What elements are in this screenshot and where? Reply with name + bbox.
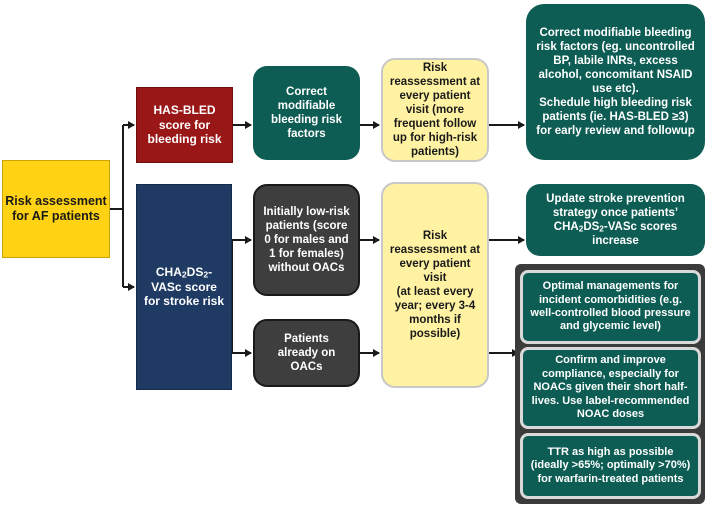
reassess-every-visit-label: Risk reassessment at every patient visit… <box>389 61 481 159</box>
already-oacs-label: Patients already on OACs <box>277 332 336 373</box>
compliance-box: Confirm and improve compliance, especial… <box>520 347 701 429</box>
low-risk-label: Initially low-risk patients (score 0 for… <box>263 205 350 275</box>
cha2ds2-vasc-box: CHA2DS2-VASc score for stroke risk <box>136 184 232 390</box>
compliance-label: Confirm and improve compliance, especial… <box>531 354 690 421</box>
optimal-management-box: Optimal managements for incident comorbi… <box>520 270 701 344</box>
ttr-label: TTR as high as possible (ideally >65%; o… <box>530 445 691 485</box>
bleeding-actions-line1: Correct modifiable bleeding risk factors… <box>536 26 695 95</box>
update-stroke-box: Update stroke prevention strategy once p… <box>526 184 705 256</box>
reassess-every-visit-box: Risk reassessment at every patient visit… <box>381 58 489 162</box>
correct-factors-label: Correct modifiable bleeding risk factors <box>271 85 342 141</box>
ttr-box: TTR as high as possible (ideally >65%; o… <box>520 433 701 499</box>
risk-assessment-label: Risk assessment for AF patients <box>5 193 107 223</box>
update-stroke-label: Update stroke prevention strategy once p… <box>546 192 685 248</box>
reassess-yearly-line1: Risk reassessment at every patient visit <box>389 229 481 284</box>
low-risk-box: Initially low-risk patients (score 0 for… <box>253 184 360 296</box>
risk-assessment-box: Risk assessment for AF patients <box>2 160 110 258</box>
bleeding-actions-box: Correct modifiable bleeding risk factors… <box>526 4 705 160</box>
optimal-management-label: Optimal managements for incident comorbi… <box>530 280 691 333</box>
already-oacs-box: Patients already on OACs <box>253 319 360 387</box>
cha2ds2-vasc-label: CHA2DS2-VASc score for stroke risk <box>143 265 225 309</box>
reassess-yearly-box: Risk reassessment at every patient visit… <box>381 182 489 388</box>
reassess-yearly-line2: (at least every year; every 3-4 months i… <box>394 286 476 341</box>
correct-factors-box: Correct modifiable bleeding risk factors <box>253 66 360 160</box>
has-bled-box: HAS-BLED score for bleeding risk <box>136 87 233 163</box>
bleeding-actions-line2: Schedule high bleeding risk patients (ie… <box>536 97 695 138</box>
has-bled-label: HAS-BLED score for bleeding risk <box>147 103 222 147</box>
